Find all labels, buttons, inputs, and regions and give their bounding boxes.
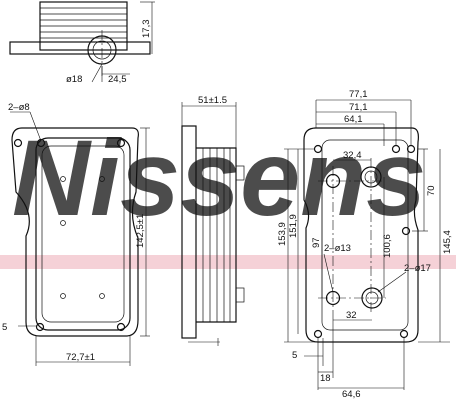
right-h100-label: 100,6: [382, 234, 393, 258]
top-height-label: 17,3: [141, 20, 152, 39]
front-edge-label: 5: [2, 322, 7, 333]
right-holes13-label: 2–ø13: [324, 243, 351, 254]
top-diameter-label: ø18: [66, 74, 82, 85]
right-d18-label: 18: [320, 373, 331, 384]
right-h97-label: 97: [311, 237, 322, 248]
watermark: Nissens: [0, 117, 456, 269]
watermark-text: Nissens: [12, 117, 426, 238]
front-width-label: 72,7±1: [66, 352, 95, 363]
right-w32-4-label: 32,4: [343, 150, 362, 161]
front-holes-label: 2–ø8: [8, 102, 30, 113]
right-w77-label: 77,1: [349, 89, 368, 100]
right-holes17-label: 2–ø17: [404, 263, 431, 274]
front-view: 2–ø8 142,5±1 72,7±1 5: [2, 102, 150, 366]
right-h153-label: 153,9: [277, 222, 288, 246]
top-offset-label: 24,5: [108, 74, 127, 85]
right-w64-label: 64,1: [344, 114, 363, 125]
right-h145-label: 145,4: [442, 230, 453, 254]
right-d64-label: 64,6: [342, 389, 361, 400]
side-depth-label: 51±1.5: [198, 95, 227, 106]
right-w71-label: 71,1: [349, 102, 368, 113]
right-view: 77,1 71,1 64,1 32,4 70 145,4 153,9 151,9…: [277, 89, 453, 400]
top-view: 17,3 ø18 24,5: [9, 1, 155, 85]
right-w32-label: 32: [346, 310, 357, 321]
right-h70-label: 70: [426, 185, 437, 196]
right-d5-label: 5: [292, 350, 297, 361]
right-h151-label: 151,9: [288, 214, 299, 238]
front-height-label: 142,5±1: [135, 214, 146, 248]
side-view: 51±1.5: [181, 95, 245, 346]
watermark-band: [0, 255, 456, 269]
